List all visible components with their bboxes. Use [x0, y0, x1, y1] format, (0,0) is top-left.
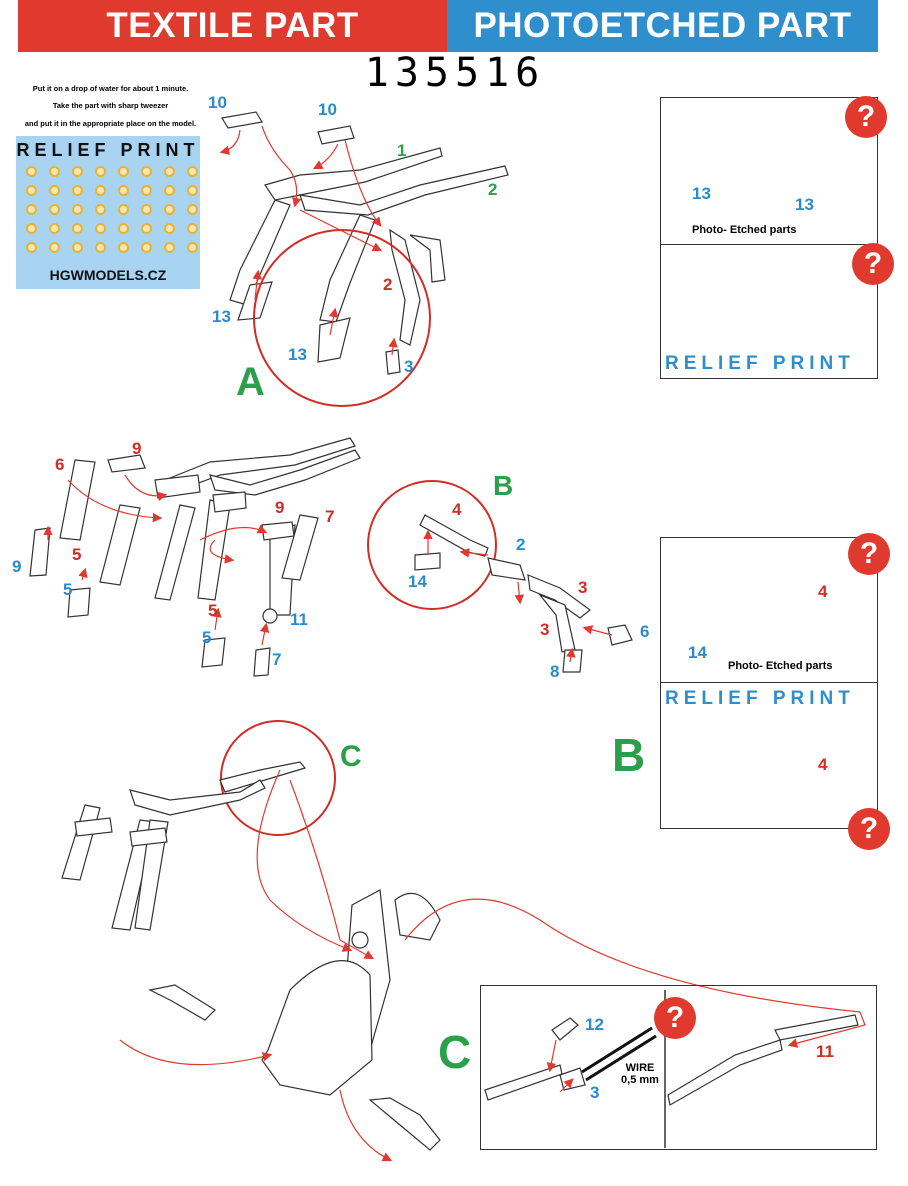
- part-number-8: 8: [550, 662, 560, 681]
- part-number-13c: 13: [692, 184, 711, 203]
- pe-box-top: [660, 97, 878, 245]
- relief-card-title: RELIEF PRINT: [16, 140, 200, 160]
- relief-box-top: [660, 244, 878, 379]
- part-number-3b: 3: [578, 578, 588, 597]
- part-number-3a: 3: [404, 357, 414, 376]
- detail-circle-b: [367, 480, 497, 610]
- kit-number: 135516: [364, 50, 546, 96]
- part-number-12: 12: [585, 1015, 604, 1034]
- instruction-line-3: and put it in the appropriate place on t…: [24, 119, 197, 128]
- section-letter-c-small: C: [340, 740, 362, 773]
- instruction-line-1: Put it on a drop of water for about 1 mi…: [32, 84, 189, 93]
- part-number-9b: 9: [275, 498, 285, 517]
- instruction-line-2: Take the part with sharp tweezer: [52, 101, 169, 110]
- question-icon-3: ?: [848, 533, 890, 575]
- part-number-5d: 5: [202, 628, 212, 647]
- wire-label-line1: WIRE: [625, 1062, 655, 1074]
- part-number-13a: 13: [212, 307, 231, 326]
- relief-print-card: RELIEF PRINT HGWMODELS.CZ: [16, 136, 200, 289]
- part-number-11a: 11: [290, 610, 308, 629]
- textile-part-header: TEXTILE PART: [18, 0, 447, 52]
- part-number-5c: 5: [208, 601, 218, 620]
- section-letter-b: B: [612, 729, 646, 781]
- section-b-parts: [414, 514, 633, 673]
- part-number-6a: 6: [55, 455, 65, 474]
- part-number-2b: 2: [516, 535, 526, 554]
- part-number-10b: 10: [318, 100, 337, 119]
- part-number-14a: 14: [408, 572, 427, 591]
- part-number-5a: 5: [72, 545, 82, 564]
- wire-box-bottom: [480, 985, 877, 1150]
- section-letter-b-small: B: [493, 470, 514, 501]
- question-icon-1: ?: [845, 96, 887, 138]
- part-number-2-green: 2: [488, 180, 498, 199]
- section-a-harness: [221, 111, 509, 375]
- part-number-3c: 3: [540, 620, 550, 639]
- part-number-4a: 4: [452, 500, 462, 519]
- relief-card-brand: HGWMODELS.CZ: [49, 267, 167, 283]
- part-number-7a: 7: [325, 507, 335, 526]
- detail-circle-a: [253, 229, 431, 407]
- section-letter-c: C: [438, 1026, 472, 1078]
- pe-box-middle: [660, 537, 878, 683]
- part-number-14b: 14: [688, 643, 707, 662]
- part-number-13d: 13: [795, 195, 814, 214]
- part-number-9a: 9: [132, 439, 142, 458]
- middle-harness: [29, 437, 361, 677]
- part-number-9c: 9: [12, 557, 22, 576]
- relief-label-top: RELIEF PRINT: [665, 353, 855, 374]
- wire-label: WIRE 0,5 mm: [614, 1062, 666, 1086]
- part-number-7b: 7: [272, 650, 282, 669]
- relief-box-middle: [660, 682, 878, 829]
- part-number-2a: 2: [383, 275, 393, 294]
- part-number-1: 1: [397, 141, 407, 160]
- pe-label-top: Photo- Etched parts: [692, 224, 797, 236]
- part-number-5b: 5: [63, 580, 73, 599]
- section-c-seat: [61, 761, 441, 1151]
- relief-label-middle: RELIEF PRINT: [665, 688, 855, 709]
- part-number-3d: 3: [590, 1083, 600, 1102]
- photoetched-part-header: PHOTOETCHED PART: [447, 0, 878, 52]
- part-number-6b: 6: [640, 622, 650, 641]
- part-number-4c: 4: [818, 755, 828, 774]
- section-letter-a: A: [236, 360, 265, 404]
- pe-label-middle: Photo- Etched parts: [728, 660, 833, 672]
- part-number-10a: 10: [208, 93, 227, 112]
- wire-label-line2: 0,5 mm: [621, 1074, 659, 1086]
- question-icon-5: ?: [654, 997, 696, 1039]
- part-number-4b: 4: [818, 582, 828, 601]
- part-number-13b: 13: [288, 345, 307, 364]
- detail-circle-c: [220, 720, 336, 836]
- wire-buckle-detail: [484, 1014, 859, 1106]
- part-number-11b: 11: [816, 1042, 834, 1061]
- question-icon-2: ?: [852, 243, 894, 285]
- question-icon-4: ?: [848, 808, 890, 850]
